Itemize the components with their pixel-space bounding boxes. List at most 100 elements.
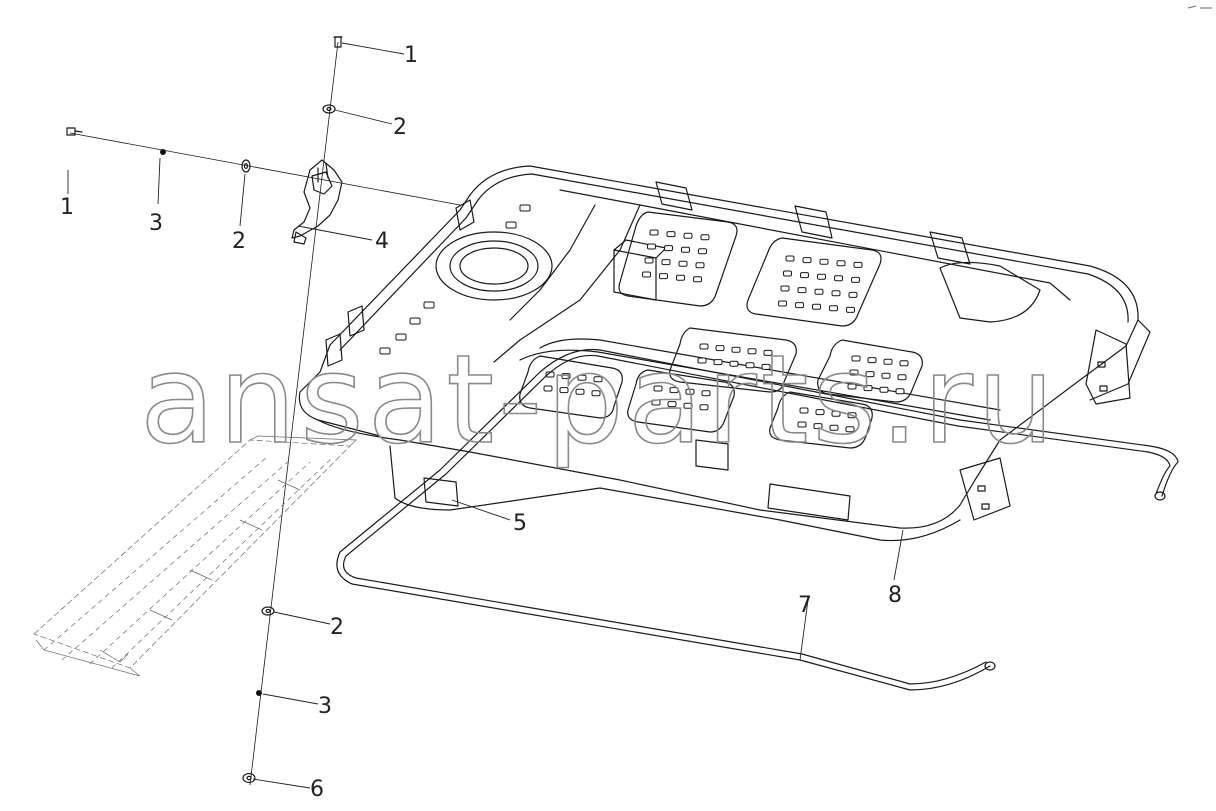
- slot-hole: [802, 257, 812, 264]
- slot-hole: [812, 303, 821, 310]
- watermark-text: ansat-parts.ru: [140, 329, 1058, 471]
- callout-4: 4: [375, 229, 389, 254]
- slot-hole: [543, 385, 553, 392]
- wall-slot: [409, 317, 421, 325]
- slot-hole: [899, 360, 909, 367]
- callout-3-left: 3: [149, 211, 163, 236]
- tank-sump: [435, 231, 553, 301]
- callout-6: 6: [310, 777, 324, 802]
- slot-hole: [681, 246, 690, 253]
- slot-hole: [846, 306, 855, 313]
- slot-hole: [685, 388, 695, 395]
- slot-hole: [577, 374, 587, 381]
- slot-holes: [379, 204, 909, 433]
- slot-hole: [883, 358, 893, 365]
- washer-top: [322, 104, 336, 114]
- slot-hole: [797, 421, 807, 428]
- slot-hole: [879, 386, 889, 393]
- slot-hole: [575, 388, 585, 395]
- slot-hole: [693, 276, 702, 283]
- slot-hole: [698, 248, 707, 255]
- assembly-axis-lines: [69, 41, 461, 786]
- slot-hole: [780, 285, 790, 292]
- callout-1-left: 1: [60, 195, 74, 220]
- side-lugs-right: [939, 261, 1131, 521]
- slot-hole: [799, 407, 809, 414]
- slot-hole: [834, 275, 843, 282]
- slot-hole: [593, 376, 603, 383]
- slot-hole: [666, 231, 676, 238]
- callout-2-bottom: 2: [330, 615, 344, 640]
- slot-hole: [829, 424, 839, 431]
- slot-hole: [863, 385, 873, 392]
- slot-hole: [649, 229, 659, 236]
- slot-hole: [695, 262, 705, 269]
- slot-hole: [745, 362, 755, 369]
- slot-hole: [713, 359, 723, 366]
- slot-hole: [651, 399, 661, 406]
- slot-panels: [519, 211, 923, 449]
- side-lugs-left: [325, 199, 475, 367]
- slot-hole: [699, 404, 709, 411]
- slot-hole: [851, 276, 860, 283]
- slot-hole: [867, 357, 877, 364]
- slot-hole: [785, 255, 795, 262]
- slot-hole: [814, 288, 824, 295]
- slot-hole: [678, 260, 688, 267]
- slot-hole: [683, 232, 693, 239]
- slot-hole: [783, 270, 792, 277]
- callout-5: 5: [513, 511, 527, 536]
- slot-hole: [653, 385, 663, 392]
- slot-hole: [815, 409, 825, 416]
- nut-bottom: [256, 690, 262, 696]
- mounting-bracket: [291, 159, 343, 245]
- slot-hole: [847, 383, 857, 390]
- slot-hole: [697, 357, 707, 364]
- slot-hole: [701, 390, 711, 397]
- slot-hole: [699, 343, 709, 350]
- fuel-line-tube: [336, 348, 1179, 691]
- slot-hole: [836, 260, 846, 267]
- slot-hole: [819, 258, 829, 265]
- slot-hole: [561, 373, 571, 380]
- callout-7: 7: [798, 593, 812, 618]
- slot-hole: [797, 287, 807, 294]
- wall-slot: [505, 221, 517, 229]
- slot-hole: [831, 410, 841, 417]
- callout-8: 8: [888, 583, 902, 608]
- slot-hole: [667, 401, 677, 408]
- slot-hole: [848, 291, 858, 298]
- slot-hole: [897, 374, 907, 381]
- corner-mark: [1187, 5, 1212, 9]
- slot-hole: [795, 302, 804, 309]
- slot-hole: [559, 387, 569, 394]
- slot-hole: [853, 261, 863, 268]
- slot-hole: [847, 412, 857, 419]
- slot-hole: [829, 305, 838, 312]
- slot-hole: [763, 349, 773, 356]
- leader-lines: [67, 42, 904, 789]
- bolt-left: [66, 127, 83, 136]
- washer-bottom: [261, 606, 275, 616]
- slot-hole: [591, 390, 601, 397]
- slot-hole: [747, 348, 757, 355]
- slot-hole: [700, 234, 710, 241]
- slot-hole: [659, 273, 668, 280]
- self-locking-nut: [242, 772, 256, 784]
- slot-hole: [669, 387, 679, 394]
- callout-1-top: 1: [404, 43, 418, 68]
- tank-body: [298, 165, 1151, 542]
- slot-hole: [881, 372, 891, 379]
- slot-hole: [729, 360, 739, 367]
- slot-hole: [647, 243, 656, 250]
- rim-straps: [655, 181, 971, 265]
- wall-slot: [395, 333, 407, 341]
- slot-hole: [845, 426, 855, 433]
- slot-hole: [800, 272, 809, 279]
- slot-hole: [731, 346, 741, 353]
- callout-2-top: 2: [393, 115, 407, 140]
- slot-hole: [664, 245, 673, 252]
- slot-hole: [817, 273, 826, 280]
- slot-hole: [778, 300, 787, 307]
